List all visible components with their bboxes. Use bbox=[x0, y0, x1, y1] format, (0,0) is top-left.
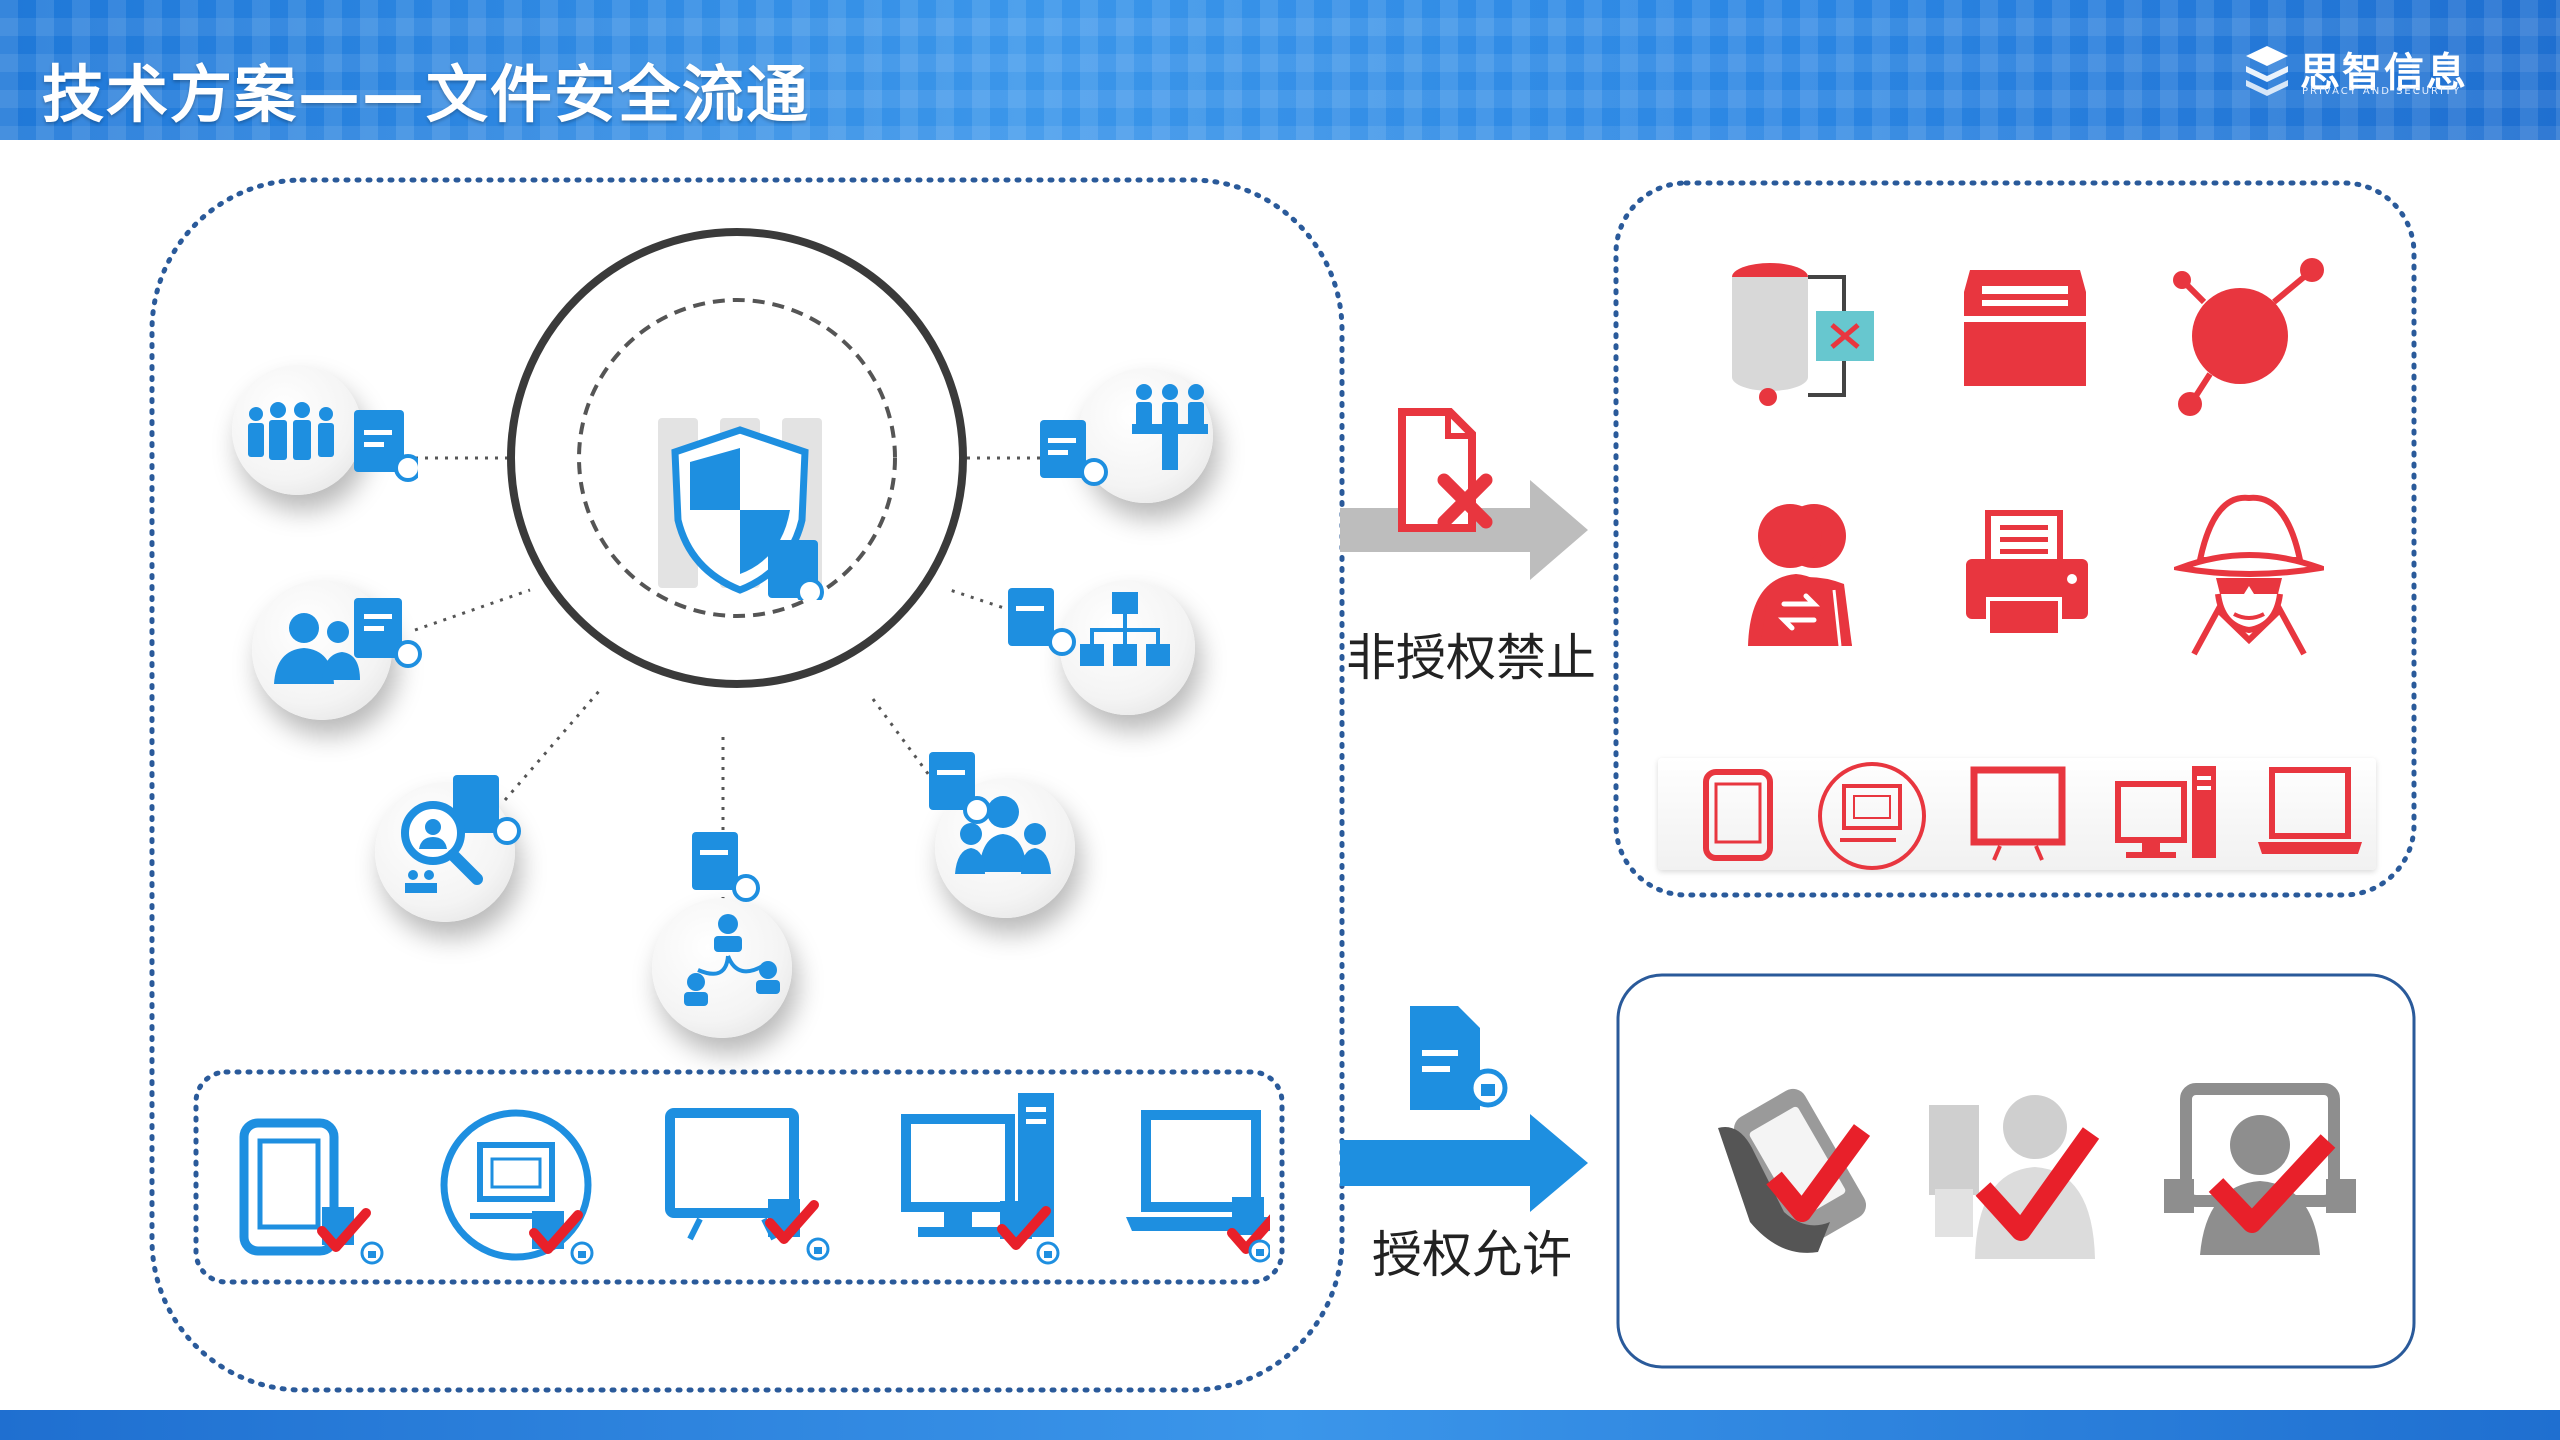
deny-flow-arrow bbox=[1340, 408, 1588, 580]
blocked-file-icon bbox=[1398, 408, 1493, 532]
header-bar: 技术方案——文件安全流通 思智信息 PRIVACY AND SECURITY bbox=[0, 0, 2560, 140]
user-payment-doc-icon bbox=[274, 598, 422, 684]
desktop-tower-icon bbox=[2115, 766, 2216, 858]
hub-ring bbox=[507, 228, 967, 688]
screen-user-check-icon bbox=[2164, 1083, 2356, 1255]
brand-name: 思智信息 bbox=[2300, 50, 2468, 96]
deny-frame bbox=[1613, 180, 2417, 898]
storage-box-icon bbox=[1964, 270, 2086, 386]
denied-device-row-bg bbox=[1658, 758, 2376, 870]
denied-device-row bbox=[1703, 762, 2362, 870]
page-title: 技术方案——文件安全流通 bbox=[42, 58, 811, 131]
device-frame bbox=[193, 1069, 1285, 1285]
computer-icon bbox=[440, 1109, 594, 1265]
org-chart-doc-icon bbox=[1008, 588, 1170, 666]
desktop-tower-icon bbox=[901, 1093, 1060, 1265]
user-group-doc-icon bbox=[248, 402, 418, 482]
spy-icon bbox=[2174, 494, 2324, 656]
group-doc-icon bbox=[929, 752, 1051, 874]
allow-flow-arrow bbox=[1340, 1006, 1588, 1212]
monitor-icon bbox=[1970, 766, 2066, 861]
footer-bar bbox=[0, 1410, 2560, 1440]
printer-icon bbox=[1966, 510, 2088, 637]
database-block-icon bbox=[1732, 263, 1874, 406]
allow-label: 授权允许 bbox=[1372, 1226, 1572, 1284]
phone-hand-check-icon bbox=[1718, 1088, 1871, 1253]
shield-server-icon bbox=[658, 418, 824, 600]
tablet-icon bbox=[1703, 769, 1773, 861]
header-pattern bbox=[0, 0, 2560, 140]
laptop-icon bbox=[2258, 767, 2362, 854]
allow-frame bbox=[1616, 973, 2416, 1369]
allowed-device-row bbox=[239, 1093, 1270, 1265]
tablet-icon bbox=[239, 1118, 384, 1265]
left-frame bbox=[149, 177, 1345, 1393]
user-check-icon bbox=[1929, 1095, 2100, 1259]
brand-subtitle: PRIVACY AND SECURITY bbox=[2302, 86, 2462, 97]
computer-icon bbox=[1818, 762, 1926, 870]
hub-inner-ring bbox=[577, 298, 897, 618]
monitor-icon bbox=[665, 1108, 830, 1261]
user-share-doc-icon bbox=[684, 832, 780, 1006]
laptop-icon bbox=[1126, 1110, 1270, 1263]
user-transfer-icon bbox=[1748, 504, 1852, 647]
meeting-doc-icon bbox=[1040, 384, 1208, 486]
brand-logo: 思智信息 PRIVACY AND SECURITY bbox=[2242, 40, 2472, 100]
deny-label: 非授权禁止 bbox=[1346, 629, 1596, 687]
authorized-file-icon bbox=[1410, 1006, 1508, 1110]
search-user-doc-icon bbox=[401, 775, 521, 893]
network-hub-icon bbox=[2173, 258, 2324, 416]
brand-mark-icon bbox=[2246, 46, 2288, 96]
